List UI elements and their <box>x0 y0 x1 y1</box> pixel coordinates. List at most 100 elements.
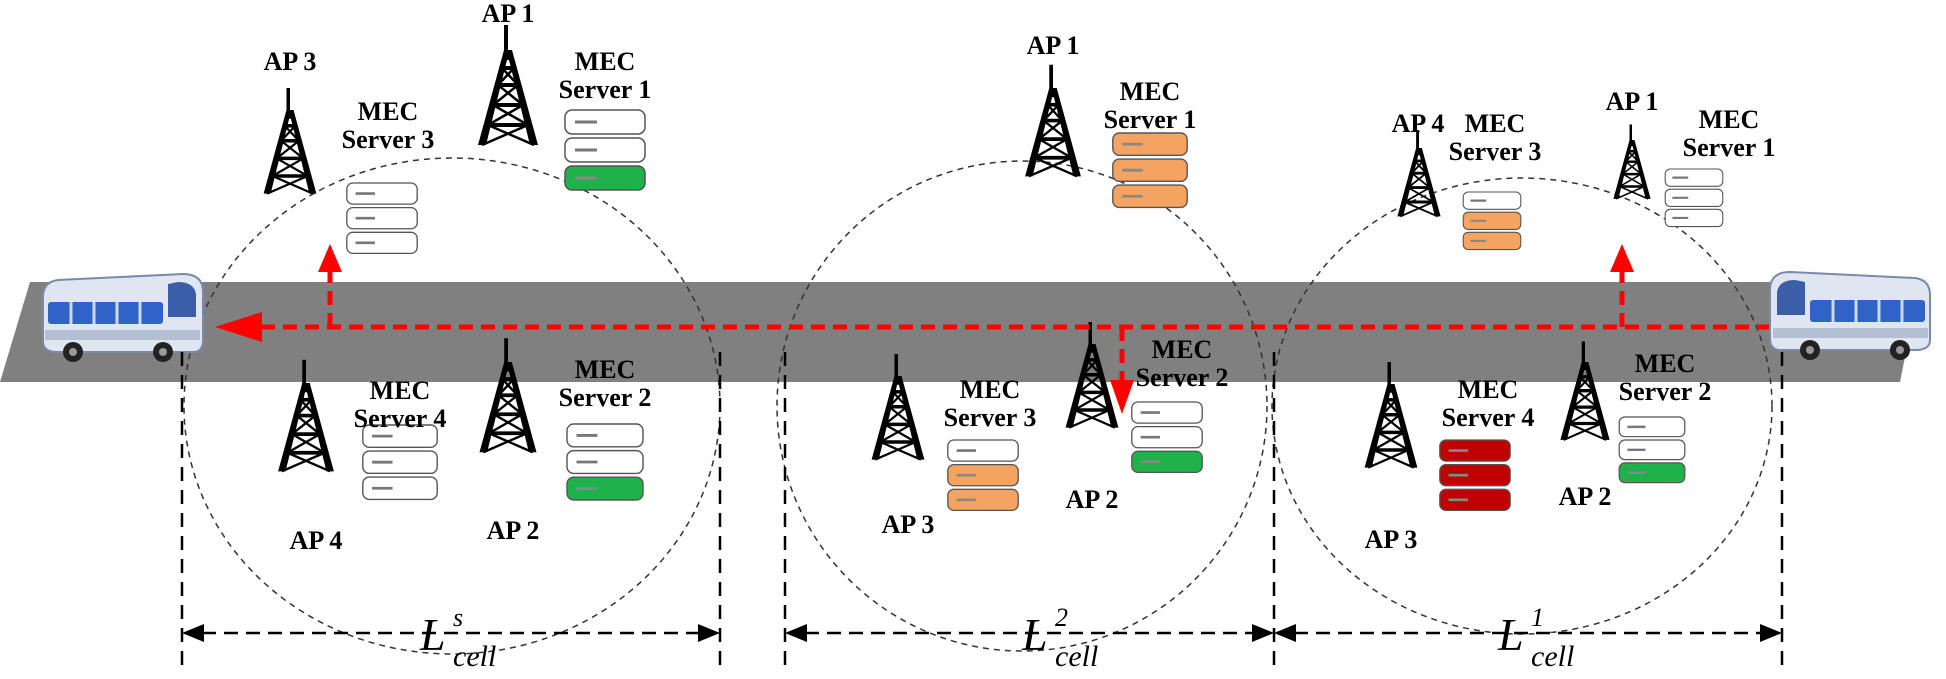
server-slot <box>947 439 1019 462</box>
server-slot <box>1131 401 1203 424</box>
server-slot <box>1131 425 1203 449</box>
server-label-line1: MEC <box>1152 335 1213 364</box>
cell-length-superscript: 1 <box>1531 603 1544 632</box>
server-label-line1: MEC <box>1120 77 1181 106</box>
server-rack-icon <box>1131 401 1203 474</box>
arrow-icon <box>698 624 720 642</box>
server-slot <box>1462 231 1522 251</box>
server-slot <box>1131 450 1203 474</box>
server-slot <box>566 449 644 475</box>
server-slot <box>1112 158 1188 183</box>
server-slot <box>346 231 418 255</box>
server-label-line1: MEC <box>1699 105 1760 134</box>
cell-length-subscript: cell <box>1055 640 1098 673</box>
antenna-tower-icon <box>261 86 319 196</box>
ap-label: AP 1 <box>1027 31 1080 60</box>
ap-label: AP 4 <box>1392 109 1445 138</box>
server-layer <box>346 109 1724 512</box>
server-label-line2: Server 2 <box>1619 377 1712 406</box>
server-slot <box>1664 188 1724 207</box>
antenna-tower-icon <box>476 23 540 147</box>
server-label-line1: MEC <box>1458 375 1519 404</box>
server-slot <box>1618 462 1686 484</box>
arrow-icon <box>1610 244 1634 272</box>
ap-label: AP 2 <box>1066 485 1119 514</box>
server-label-line2: Server 2 <box>559 383 652 412</box>
server-rack-icon <box>947 439 1019 512</box>
arrow-icon <box>215 312 262 342</box>
server-label-line2: Server 1 <box>559 75 652 104</box>
server-slot <box>346 206 418 230</box>
cell-length-symbol: L <box>1497 609 1524 660</box>
cell-length-subscript: cell <box>453 640 496 673</box>
server-label-line2: Server 1 <box>1683 133 1776 162</box>
server-label-line1: MEC <box>960 375 1021 404</box>
server-slot <box>564 137 646 163</box>
ap-label: AP 1 <box>1606 87 1659 116</box>
road <box>0 282 1920 382</box>
bus-icon <box>41 272 205 364</box>
antenna-tower-icon <box>1612 123 1652 201</box>
server-slot <box>1439 439 1511 462</box>
server-slot <box>1664 168 1724 187</box>
ap-label: AP 2 <box>1559 482 1612 511</box>
server-rack-icon <box>1664 168 1724 228</box>
server-slot <box>362 450 438 475</box>
cell-length-superscript: 2 <box>1055 603 1068 632</box>
server-rack-icon <box>1112 132 1188 209</box>
ap-label: AP 3 <box>1365 525 1418 554</box>
server-slot <box>1618 439 1686 461</box>
server-label-line2: Server 3 <box>1449 137 1542 166</box>
route-layer <box>215 244 1815 414</box>
cell-length-symbol: L <box>419 609 446 660</box>
server-slot <box>1462 211 1522 230</box>
server-rack-icon <box>346 182 418 255</box>
server-label-line1: MEC <box>575 47 636 76</box>
arrow-icon <box>1110 380 1134 414</box>
ap-label: AP 4 <box>290 526 343 555</box>
server-slot <box>566 476 644 501</box>
ap-label: AP 1 <box>482 0 535 28</box>
arrow-icon <box>182 624 204 642</box>
arrow-icon <box>1760 624 1782 642</box>
server-label-line2: Server 2 <box>1136 363 1229 392</box>
ap-label: AP 3 <box>264 47 317 76</box>
server-rack-icon <box>566 423 644 501</box>
road-layer <box>0 282 1920 382</box>
server-label-line2: Server 1 <box>1104 105 1197 134</box>
server-slot <box>566 423 644 448</box>
server-slot <box>564 165 646 191</box>
cell-length-symbol: L <box>1021 609 1048 660</box>
server-label-line2: Server 3 <box>944 403 1037 432</box>
cell-coverage-circle <box>776 160 1268 652</box>
server-slot <box>1439 488 1511 512</box>
server-label-line1: MEC <box>370 376 431 405</box>
server-slot <box>362 424 438 449</box>
server-rack-icon <box>1439 439 1511 512</box>
server-label-line1: MEC <box>358 97 419 126</box>
arrow-icon <box>318 244 342 272</box>
arrow-icon <box>1274 624 1296 642</box>
server-rack-icon <box>564 109 646 191</box>
server-label-line1: MEC <box>575 355 636 384</box>
ap-label: AP 2 <box>487 516 540 545</box>
server-rack-icon <box>1618 416 1686 484</box>
server-slot <box>1112 184 1188 209</box>
antenna-tower-icon <box>1023 62 1083 179</box>
arrow-icon <box>785 624 807 642</box>
ap-label: AP 3 <box>882 510 935 539</box>
server-slot <box>346 182 418 205</box>
bus-icon <box>1768 270 1932 362</box>
server-label-line2: Server 4 <box>1442 403 1535 432</box>
arrow-icon <box>1252 624 1274 642</box>
server-slot <box>947 463 1019 487</box>
antenna-tower-icon <box>1395 128 1443 218</box>
server-label-line2: Server 3 <box>342 125 435 154</box>
cell-length-subscript: cell <box>1531 640 1574 673</box>
server-label-line1: MEC <box>1635 349 1696 378</box>
server-slot <box>1462 191 1522 210</box>
server-slot <box>1664 208 1724 228</box>
